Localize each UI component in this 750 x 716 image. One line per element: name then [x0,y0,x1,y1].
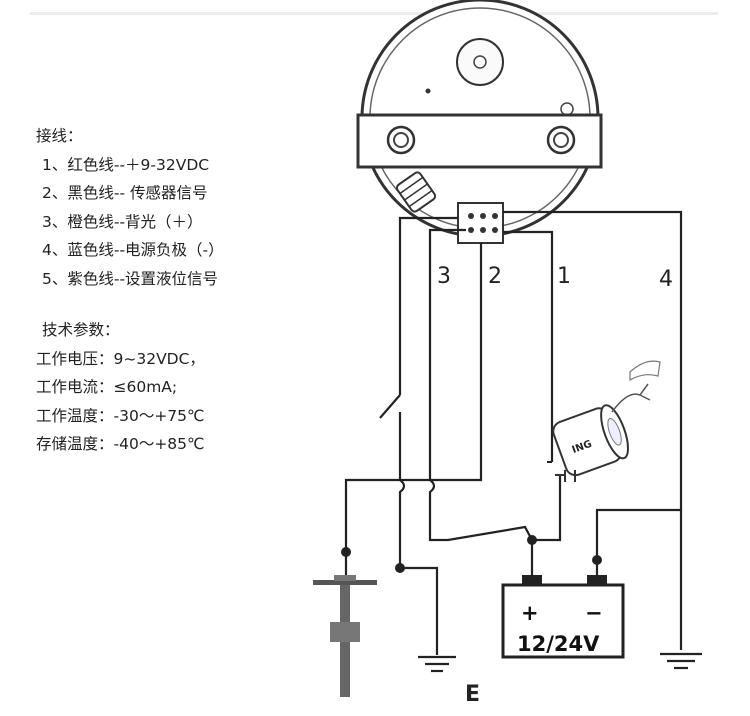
ground-symbol-right [660,652,702,670]
bulb-socket-icon [395,171,437,213]
switch-upper-lead [398,216,458,395]
wire-3-path [428,228,533,542]
sensor-flange [313,580,377,585]
technical-specs: 技术参数： 工作电压：9~32VDC， 工作电流：≤60mA; 工作温度：-30… [36,316,205,459]
battery-minus: − [585,601,603,625]
spec-voltage: 工作电压：9~32VDC， [36,349,205,368]
spec-current: 工作电流：≤60mA; [36,378,178,396]
battery-icon: + − 12/24V [501,575,625,659]
wiring-title: 接线： [36,127,83,145]
terminal-connector [457,202,504,244]
wires [344,210,683,655]
wire-1-desc: 1、红色线--＋9-32VDC [42,155,210,174]
ignition-switch-icon: ING [547,360,661,482]
hand-icon [629,360,661,382]
sensor-float [330,622,360,642]
wire-2-path [344,243,483,552]
battery-voltage: 12/24V [517,632,600,656]
right-nut-icon [546,125,576,155]
ignition-to-battery [530,475,562,575]
wire-label-4: 4 [659,267,673,292]
wire-label-3: 3 [437,264,451,289]
mounting-bracket [356,113,603,169]
ground-label-e: E [465,682,480,707]
wire-4-path [503,210,683,575]
sensor-ground-lead [400,566,439,655]
gauge-center-knob [456,38,504,86]
spec-operating-temp: 工作温度：-30～+75℃ [36,406,205,425]
battery-plus: + [521,601,539,625]
ground-symbol-left [418,655,456,673]
wire-3-desc: 3、橙色线--背光（＋） [42,212,203,231]
junction-dots [341,535,602,573]
switch-lower-lead [398,412,406,568]
wiring-instructions: 接线： 1、红色线--＋9-32VDC 2、黑色线-- 传感器信号 3、橙色线-… [36,122,224,293]
ignition-key-icon [611,383,651,413]
switch-blade [379,394,401,419]
wire-5-desc: 5、紫色线--设置液位信号 [42,269,219,288]
specs-title: 技术参数： [42,321,120,339]
wire-4-desc: 4、蓝色线--电源负极（-） [42,241,224,259]
top-divider [30,12,718,15]
fuel-sensor [313,575,377,697]
left-nut-icon [386,125,416,155]
wire-1-path [503,230,554,462]
wire-2-desc: 2、黑色线-- 传感器信号 [42,184,208,202]
spec-storage-temp: 存储温度：-40～+85℃ [36,435,205,453]
wire-label-1: 1 [557,264,571,289]
wire-label-2: 2 [488,264,502,289]
